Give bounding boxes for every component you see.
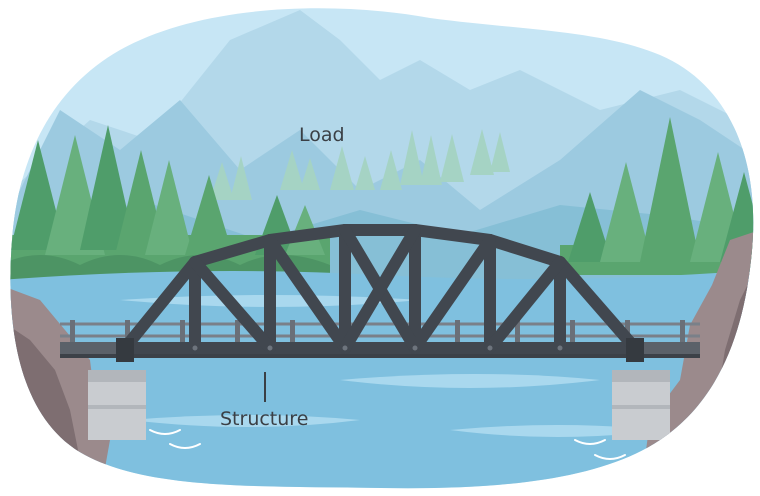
left-pier — [88, 370, 146, 440]
load-label: Load — [299, 124, 345, 146]
railing — [60, 322, 700, 338]
right-bearing — [626, 338, 644, 362]
ripples — [149, 429, 626, 460]
truss-rivets — [192, 345, 563, 351]
truss-bridge-icon — [119, 224, 641, 354]
left-bearing — [116, 338, 134, 362]
right-forest — [560, 117, 754, 275]
right-pier — [612, 370, 670, 440]
faint-forest — [210, 129, 510, 200]
bridge-deck-edge — [60, 354, 700, 358]
structure-label: Structure — [220, 408, 309, 430]
